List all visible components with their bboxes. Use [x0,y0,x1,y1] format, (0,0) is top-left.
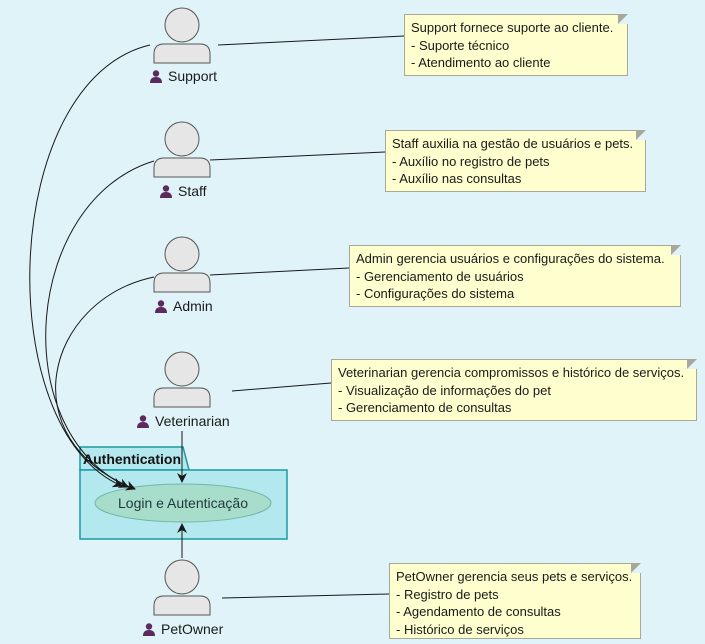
actor-label-staff: Staff [160,183,207,199]
note-line: Veterinarian gerencia compromissos e his… [338,365,685,380]
actor-name: Veterinarian [155,413,230,429]
note-line: - Agendamento de consultas [396,604,561,619]
note-line: Admin gerencia usuários e configurações … [356,251,665,266]
note-line: - Gerenciamento de usuários [356,268,524,284]
usecase-label: Login e Autenticação [118,495,248,511]
note-line: PetOwner gerencia seus pets e serviços. [396,569,633,584]
note-connector-staff [209,151,386,161]
note-line: - Registro de pets [396,586,499,602]
note-connector-petowner [221,593,390,599]
actor-label-admin: Admin [155,298,213,314]
note-fold [671,245,681,255]
actor-figure-support [153,7,211,64]
note-veterinarian: Veterinarian gerencia compromissos e his… [331,359,697,421]
note-line: - Atendimento ao cliente [411,55,551,70]
actor-figure-staff [153,121,211,178]
actor-name: PetOwner [161,621,224,637]
edge-staff-login [45,160,155,488]
note-connector-veterinarian [231,382,332,392]
note-connector-admin [209,267,350,276]
note-line: Support fornece suporte ao cliente. [411,20,614,35]
actor-label-petowner: PetOwner [143,621,223,637]
actor-label-veterinarian: Veterinarian [137,413,230,429]
note-fold [618,14,628,24]
person-icon [137,414,149,428]
note-fold [687,359,697,369]
person-icon [143,622,155,636]
usecase-ellipse [94,483,272,523]
note-line: - Suporte técnico [411,37,510,53]
note-line: - Visualização de informações do pet [338,382,551,398]
note-line: - Auxílio nas consultas [392,171,522,186]
package-title: Authentication [83,451,181,467]
note-fold [636,130,646,140]
edge-support-login [29,44,151,488]
actor-figure-petowner [153,559,211,616]
note-support: Support fornece suporte ao cliente. - Su… [404,14,628,76]
actor-label-support: Support [150,68,217,84]
note-line: - Gerenciamento de consultas [338,400,512,415]
actor-name: Admin [173,298,213,314]
note-connector-support [217,35,405,46]
note-petowner: PetOwner gerencia seus pets e serviços. … [389,563,641,639]
actor-figure-admin [153,236,211,293]
person-icon [160,184,172,198]
note-staff: Staff auxilia na gestão de usuários e pe… [385,130,646,192]
note-admin: Admin gerencia usuários e configurações … [349,245,681,307]
note-line: Staff auxilia na gestão de usuários e pe… [392,136,634,151]
note-line: - Histórico de serviços [396,621,524,637]
note-line: - Configurações do sistema [356,286,515,301]
edge-admin-login [55,276,155,491]
actor-name: Support [168,68,218,84]
note-fold [631,563,641,573]
actor-figure-veterinarian [153,351,211,408]
actor-name: Staff [178,183,207,199]
person-icon [150,69,162,83]
person-icon [155,299,167,313]
note-line: - Auxílio no registro de pets [392,153,550,169]
